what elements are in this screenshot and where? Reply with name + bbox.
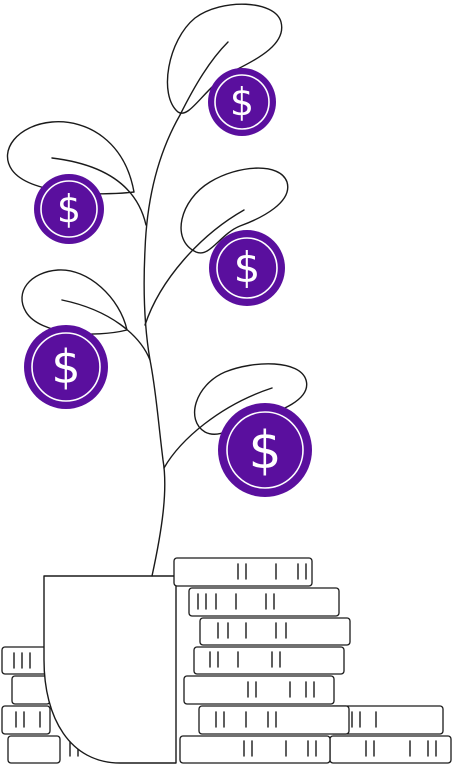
- leaf: [180, 167, 289, 254]
- svg-text:$: $: [57, 187, 81, 231]
- plant-pot-icon: [43, 575, 177, 764]
- coin-stack-right: [329, 705, 452, 764]
- svg-text:$: $: [230, 80, 254, 124]
- svg-text:$: $: [248, 421, 281, 481]
- leaf: [21, 269, 128, 335]
- coin-stack-center: [173, 557, 351, 764]
- svg-text:$: $: [51, 340, 80, 394]
- dollar-coin-icon: $: [218, 403, 312, 497]
- coin-stack-left: [1, 646, 79, 764]
- dollar-coin-icon: $: [208, 68, 276, 136]
- dollar-coin-icon: $: [24, 325, 108, 409]
- dollar-coin-icon: $: [209, 230, 285, 306]
- svg-text:$: $: [234, 243, 261, 292]
- dollar-coin-icon: $: [34, 174, 104, 244]
